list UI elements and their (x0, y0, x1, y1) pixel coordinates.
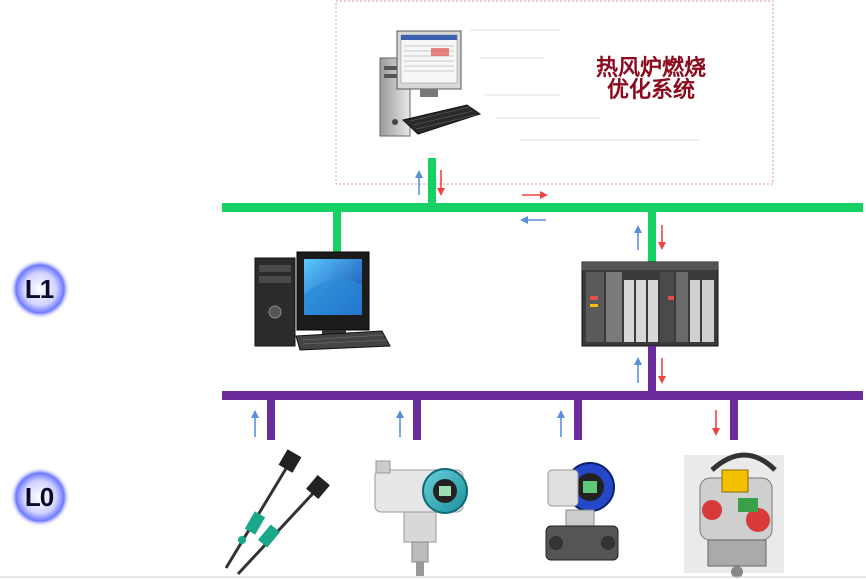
plc-bottom-connector (648, 346, 656, 396)
thermocouple-icon (224, 449, 330, 576)
arrow-up (251, 410, 259, 437)
workstation-arrows (415, 170, 445, 196)
arrow-left (520, 216, 546, 224)
arrow-down (658, 225, 666, 250)
l0-field-bus (222, 391, 863, 400)
workstation-connector (428, 158, 436, 210)
operator-pc-connector (333, 207, 341, 253)
box-background-lines (470, 29, 700, 141)
arrow-up (634, 357, 642, 383)
arrow-down (437, 170, 445, 196)
desktop-computer-icon (254, 251, 391, 351)
drop-connector-dp (574, 396, 582, 440)
pressure-transmitter-icon (374, 460, 468, 576)
drop-connector-pressure (413, 396, 421, 440)
arrow-up (396, 410, 404, 437)
system-title-line-2: 优化系统 (607, 77, 695, 103)
field-arrows (251, 410, 720, 437)
level-label-l1: L1 (25, 274, 54, 304)
plc-bottom-arrows (634, 357, 666, 384)
arrow-down (658, 358, 666, 384)
drop-connector-valve (730, 396, 738, 440)
optimization-system-box (335, 0, 774, 185)
arrow-up (415, 170, 423, 195)
valve-actuator-icon (684, 452, 784, 578)
arrow-right (522, 191, 548, 199)
plc-rack-icon (581, 261, 719, 347)
plc-top-connector (648, 207, 656, 265)
l1-network-bus (222, 203, 863, 212)
system-title-line-1: 热风炉燃烧 (596, 55, 706, 81)
plc-top-arrows (634, 225, 666, 250)
arrow-up (634, 225, 642, 250)
level-badge-l0: L0 (10, 467, 70, 527)
desktop-computer-icon (379, 30, 482, 137)
level-badge-l1: L1 (10, 259, 70, 319)
level-label-l0: L0 (25, 482, 54, 512)
bus-arrows (520, 191, 548, 224)
arrow-down (712, 410, 720, 436)
arrow-up (557, 410, 565, 437)
drop-connector-thermocouple (267, 396, 275, 440)
dp-transmitter-icon (545, 462, 619, 561)
